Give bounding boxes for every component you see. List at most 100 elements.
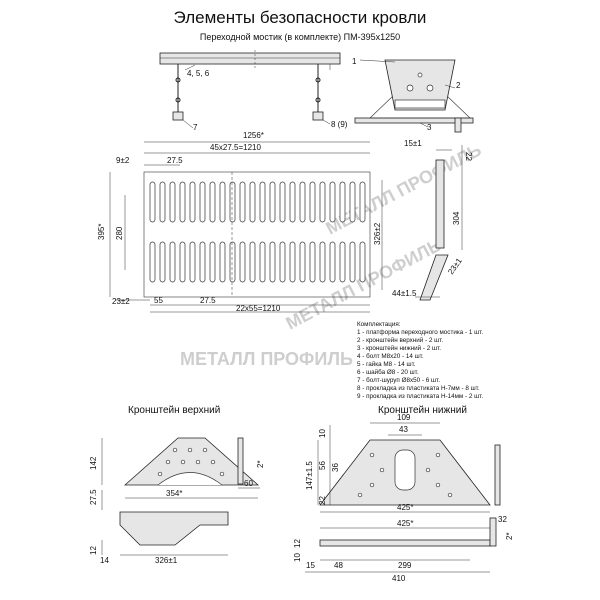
lower-dim-top: 109: [397, 413, 411, 422]
lower-bracket-profile: [319, 539, 491, 547]
platform-slot: [309, 181, 316, 223]
side-view-bracket: [384, 59, 456, 111]
platform-slot: [239, 241, 246, 283]
platform-slot: [319, 241, 326, 283]
plan-view: 1256* 45x27.5=1210 9±2 27.5 395* 280 326…: [97, 131, 383, 313]
lower-dim-h22: 22: [318, 496, 327, 505]
lower-bracket-holes: [357, 452, 453, 498]
legend-item-4: 4 - болт М8х20 - 14 шт.: [357, 352, 424, 360]
lower-dim-h147: 147±1.5: [305, 461, 314, 490]
dim-inner: 280: [115, 226, 124, 240]
detail-dim-angle: 23±1: [446, 256, 464, 276]
dim-bottom-edge: 23±2: [112, 297, 130, 306]
bracket-hole: [219, 471, 225, 477]
dim-pitch: 27.5: [167, 156, 183, 165]
legend-item-2: 2 - кронштейн верхний - 2 шт.: [357, 336, 443, 344]
lower-dim-d15: 15: [306, 561, 315, 570]
platform-slot: [339, 181, 346, 223]
legend-item-9: 9 - прокладка из пластиката Н-14мм - 2 ш…: [357, 393, 483, 400]
detail-dim-top: 15±1: [404, 139, 422, 148]
platform-slot: [159, 241, 166, 283]
platform-slot: [179, 241, 186, 283]
bracket-hole: [357, 492, 363, 498]
upper-bracket-profile: [119, 511, 229, 546]
platform-slot: [239, 181, 246, 223]
page-subtitle: Переходной мостик (в комплекте) ПМ-395х1…: [199, 32, 401, 42]
lower-dim-h12: 12: [293, 539, 302, 548]
platform-slot: [189, 181, 196, 223]
legend-item-5: 5 - гайка М8 - 14 шт.: [357, 360, 416, 368]
legend-item-8: 8 - прокладка из пластиката Н-7мм - 8 шт…: [357, 385, 480, 392]
platform-slot: [299, 241, 306, 283]
lower-dim-slot: 43: [399, 425, 408, 434]
callout-8-9: 8 (9): [331, 120, 348, 129]
platform-slot: [249, 181, 256, 223]
bracket-hole: [172, 447, 178, 453]
dim-width: 395*: [97, 224, 106, 240]
dim-edge: 9±2: [116, 156, 130, 165]
platform-slot: [339, 241, 346, 283]
legend-item-7: 7 - болт-шуруп Ø8х50 - 6 шт.: [357, 376, 440, 384]
platform-slot: [169, 241, 176, 283]
lower-dim-base2: 425*: [397, 519, 413, 528]
lower-dim-base: 425*: [397, 503, 413, 512]
platform-slot: [189, 241, 196, 283]
dim-overall: 1256*: [243, 131, 264, 140]
rail-profile: [159, 52, 341, 65]
bracket-hole: [210, 459, 216, 465]
legend-heading: Комплектация:: [357, 321, 401, 328]
detail-dim-right: 22: [464, 152, 473, 161]
bracket-hole: [447, 492, 453, 498]
watermark-center: МЕТАЛЛ ПРОФИЛЬ: [180, 349, 353, 369]
upper-dim-side: 2*: [256, 460, 265, 468]
platform-slot: [279, 181, 286, 223]
lower-bracket-title: Кронштейн нижний: [378, 405, 467, 416]
lower-dim-total: 410: [392, 574, 406, 583]
platform-outline: [143, 171, 371, 298]
platform-slot: [269, 241, 276, 283]
dim-pitch-total: 45x27.5=1210: [210, 143, 261, 152]
bracket-hole: [157, 471, 163, 477]
platform-slot: [209, 181, 216, 223]
platform-slot: [309, 241, 316, 283]
platform-slot: [359, 181, 366, 223]
lower-dim-h36: 36: [331, 463, 340, 472]
platform-slot: [179, 181, 186, 223]
platform-slot: [289, 241, 296, 283]
upper-bracket: Кронштейн верхний 142 354* 2* 60 27.5 12…: [89, 405, 265, 565]
platform-slot: [259, 181, 266, 223]
legend-item-6: 6 - шайба Ø8 - 20 шт.: [357, 368, 419, 376]
platform-slot: [199, 181, 206, 223]
platform-slots: [149, 181, 366, 283]
legend-item-1: 1 - платформа переходного мостика - 1 шт…: [357, 329, 483, 336]
platform-slot: [229, 241, 236, 283]
platform-slot: [219, 241, 226, 283]
platform-slot: [299, 181, 306, 223]
bracket-hole: [369, 482, 375, 488]
platform-slot: [159, 181, 166, 223]
platform-slot: [229, 181, 236, 223]
bracket-hole: [435, 482, 441, 488]
detail-view: 15±1 22 304 23±1 44±1.5: [392, 139, 473, 301]
right-hanger: [312, 64, 331, 125]
bracket-hole: [435, 452, 441, 458]
platform-slot: [319, 181, 326, 223]
platform-slot: [199, 241, 206, 283]
side-callout-3: 3: [427, 123, 432, 132]
lower-dim-h10: 10: [318, 429, 327, 438]
platform-slot: [149, 181, 156, 223]
callout-7: 7: [193, 123, 198, 132]
lower-dim-d299: 299: [398, 561, 412, 570]
platform-slot: [209, 241, 216, 283]
callout-456: 4, 5, 6: [187, 69, 210, 78]
platform-slot: [219, 181, 226, 223]
left-hanger: [172, 64, 196, 129]
lower-dim-h56: 56: [318, 461, 327, 470]
bracket-hole: [202, 447, 208, 453]
dim-spacing-half: 27.5: [200, 296, 216, 305]
lower-dim-side: 2*: [505, 532, 514, 540]
platform-slot: [169, 181, 176, 223]
platform-slot: [349, 181, 356, 223]
side-callout-2: 2: [456, 81, 461, 90]
